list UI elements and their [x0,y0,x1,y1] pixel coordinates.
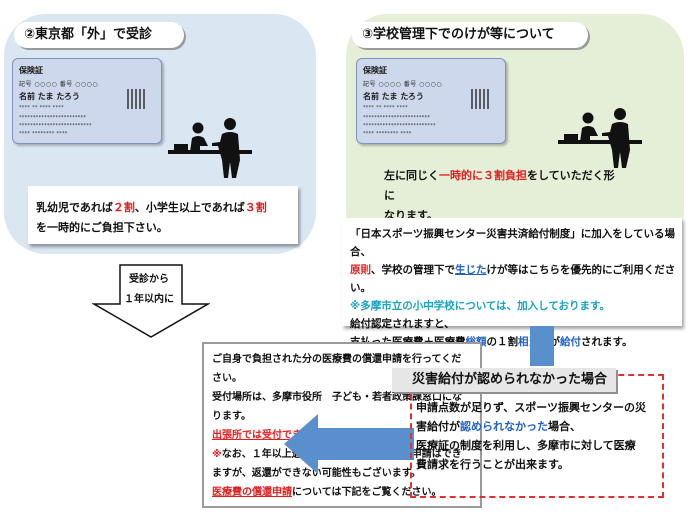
text: けが等はこちらを優先的にご利用ください。 [350,264,676,294]
text: をしていただく形に [384,169,615,202]
principle: 原則 [350,264,371,276]
text-line: 医療費の償還申請については下記をご覧ください。 [212,483,472,502]
occurred: 生じた [455,264,487,276]
rate-child: ２割 [112,201,135,214]
card-meta: 記号 ○○○○ 番号 ○○○○ [363,81,443,88]
right-panel-title: ③学校管理下でのけが等について [352,22,588,48]
card-title: 保険証 [19,66,43,75]
text: されます。 [581,336,633,348]
card-dots: **** ******** **** [19,131,68,137]
card-dots: **** ******** **** [363,131,412,137]
text: ご自身で負担された分の医療費の償還申請を行ってくだ [212,354,462,365]
card-name: 名前 たま たろう [363,92,424,101]
text: さい。 [212,373,242,384]
temporary-burden: 一時的に３割負担 [439,169,527,182]
text: ります。 [212,411,251,422]
down-arrow-label: 受診から １年以内に [118,270,180,310]
text: 受診から [129,274,169,285]
enrollment-note: ※多摩市立の小中学校については、加入しております。 [350,300,611,312]
left-arrow-icon [284,414,414,474]
text: 場合、 [548,420,581,433]
reimbursement-link: 医療費の償還申請 [212,487,292,498]
text: 、小学生以上であれば [134,201,245,214]
text-line: 害給付が認められなかった場合、 [416,417,660,436]
qr-code-icon [127,89,147,109]
insurance-card-left: 保険証 記号 ○○○○ 番号 ○○○○ 名前 たま たろう **** ** **… [12,58,162,144]
card-dots: ************************ [363,115,431,121]
text: 費請求を行うことが出来ます。 [416,458,569,471]
text: については下記をご覧ください。 [292,487,442,498]
down-arrow-icon [92,264,210,338]
text: １年以内に [124,294,174,305]
qr-code-icon [471,89,491,109]
card-dots: ************************** [363,123,436,129]
text: 、学校の管理下で [371,264,455,276]
text: 給付認定されますと、 [350,318,455,330]
text-line: 原則、学校の管理下で生じたけが等はこちらを優先的にご利用ください。 [350,261,676,297]
reception-desk-icon [558,108,642,168]
left-info-box: 乳幼児であれば２割、小学生以上であれば３割 を一時的にご負担下さい。 [28,186,298,244]
card-dots: ************************ [19,115,87,121]
text: 受付場所は、多摩市役所 子ども・若者政策課窓口にな [212,392,462,403]
right-note: 左に同じく一時的に３割負担をしていただく形に なります。 [384,166,624,222]
branch-office-warning: 出張所では受付できません。 [212,430,342,441]
text: 乳幼児であれば [36,201,113,214]
card-title: 保険証 [363,66,387,75]
insurance-card-right: 保険証 記号 ○○○○ 番号 ○○○○ 名前 たま たろう **** ** **… [356,58,506,144]
card-dots: **** ** **** **** [19,105,64,111]
card-dots: ************************** [19,123,92,129]
card-meta: 記号 ○○○○ 番号 ○○○○ [19,81,99,88]
connector-bar [530,326,554,366]
not-approved-phrase: 認められなかった [460,420,548,433]
not-approved-title: 災害給付が認められなかった場合 [392,368,616,392]
not-approved-text: 申請点数が足りず、スポーツ振興センターの災 害給付が認められなかった場合、 医療… [416,398,660,474]
text: を一時的にご負担下さい。 [36,221,168,234]
card-dots: **** ** **** **** [363,105,408,111]
text: 左に同じく [384,169,439,182]
text: 害給付が [416,420,460,433]
right-info-box: 「日本スポーツ振興センター災害共済給付制度」に加入をしている場合、 原則、学校の… [342,218,682,348]
text: 申請点数が足りず、スポーツ振興センターの災 [416,401,647,414]
card-name: 名前 たま たろう [19,92,80,101]
reception-desk-icon [168,118,252,178]
rate-student: ３割 [244,201,267,214]
payment: 給付 [560,336,581,348]
text: ますが、返還ができない可能性もございます。 [212,468,421,479]
text: 医療証の制度を利用し、多摩市に対して医療 [416,439,636,452]
note-mark: ※ [212,449,222,460]
left-panel-title: ②東京都「外」で受診 [14,22,184,48]
text: 「日本スポーツ振興センター災害共済給付制度」に加入をしている場合、 [350,228,675,258]
text: が [549,336,561,348]
text: の１割 [486,336,519,348]
